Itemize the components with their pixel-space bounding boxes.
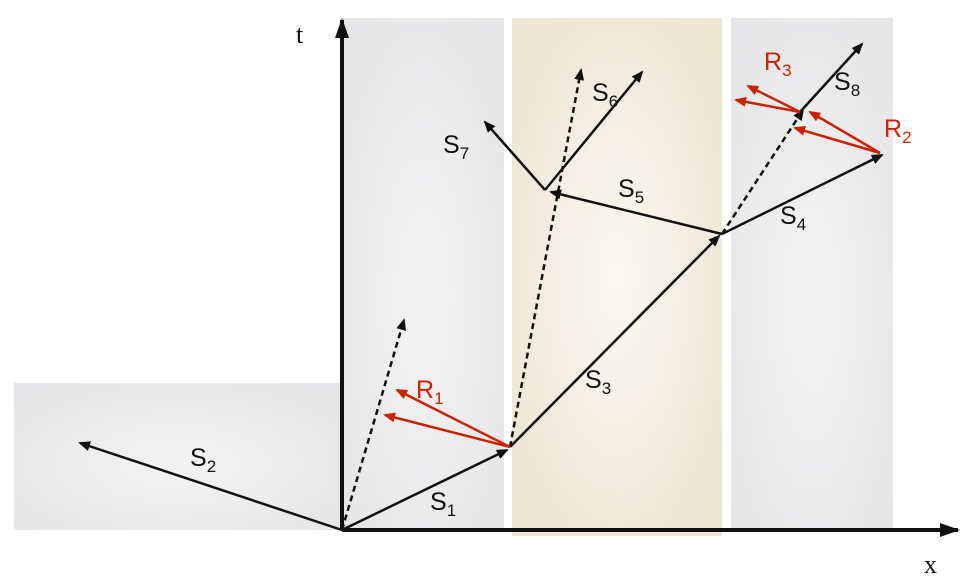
arrow-r2-b xyxy=(808,110,881,155)
label-s5-sub: 5 xyxy=(635,188,644,207)
dashed-s8-lower xyxy=(720,108,805,235)
label-r1-main: R xyxy=(416,376,434,404)
label-s3-sub: 3 xyxy=(602,379,611,398)
arrow-s3 xyxy=(509,234,721,448)
label-r3-sub: 3 xyxy=(782,61,791,80)
arrow-r3-a xyxy=(734,96,801,114)
label-s2-main: S xyxy=(190,444,207,472)
label-s4: S4 xyxy=(780,202,806,234)
label-s3: S3 xyxy=(585,366,611,398)
label-s2: S2 xyxy=(190,444,216,476)
arrow-s4 xyxy=(721,153,884,236)
label-r2: R2 xyxy=(884,115,912,147)
arrow-r1-a xyxy=(383,412,511,449)
arrow-r1-b xyxy=(395,388,511,449)
label-s8-sub: 8 xyxy=(851,81,860,100)
label-r2-main: R xyxy=(884,115,902,143)
label-s8: S8 xyxy=(834,68,860,100)
label-s6-main: S xyxy=(592,79,609,107)
arrow-s6 xyxy=(544,70,644,191)
arrow-s2 xyxy=(78,441,343,532)
arrow-r2-a xyxy=(793,126,881,155)
label-s8-main: S xyxy=(834,68,851,96)
arrow-s7 xyxy=(483,120,546,191)
arrow-r3-b xyxy=(746,84,801,114)
label-s6-sub: 6 xyxy=(609,92,618,111)
arrow-s1 xyxy=(341,448,509,532)
label-r2-sub: 2 xyxy=(902,128,911,147)
label-s5: S5 xyxy=(618,175,644,207)
label-s4-main: S xyxy=(780,202,797,230)
label-s2-sub: 2 xyxy=(207,457,216,476)
label-r1-sub: 1 xyxy=(434,389,443,408)
label-r1: R1 xyxy=(416,376,444,408)
label-r3-main: R xyxy=(764,48,782,76)
dashed-s6 xyxy=(508,68,585,448)
label-s7-sub: 7 xyxy=(460,144,469,163)
label-s1-sub: 1 xyxy=(447,501,456,520)
label-s4-sub: 4 xyxy=(797,215,806,234)
label-s6: S6 xyxy=(592,79,618,111)
label-s7: S7 xyxy=(443,131,469,163)
label-r3: R3 xyxy=(764,48,792,80)
label-s1-main: S xyxy=(430,488,447,516)
label-s3-main: S xyxy=(585,366,602,394)
region-1 xyxy=(342,18,504,530)
region-left xyxy=(14,383,342,530)
region-3 xyxy=(731,18,893,530)
t-axis-label: t xyxy=(296,20,304,49)
dashed-from-origin xyxy=(340,318,406,531)
x-axis-label: x xyxy=(924,550,937,579)
label-s1: S1 xyxy=(430,488,456,520)
label-s7-main: S xyxy=(443,131,460,159)
arrow-s5 xyxy=(549,189,723,236)
label-s5-main: S xyxy=(618,175,635,203)
arrow-s8 xyxy=(799,42,864,113)
